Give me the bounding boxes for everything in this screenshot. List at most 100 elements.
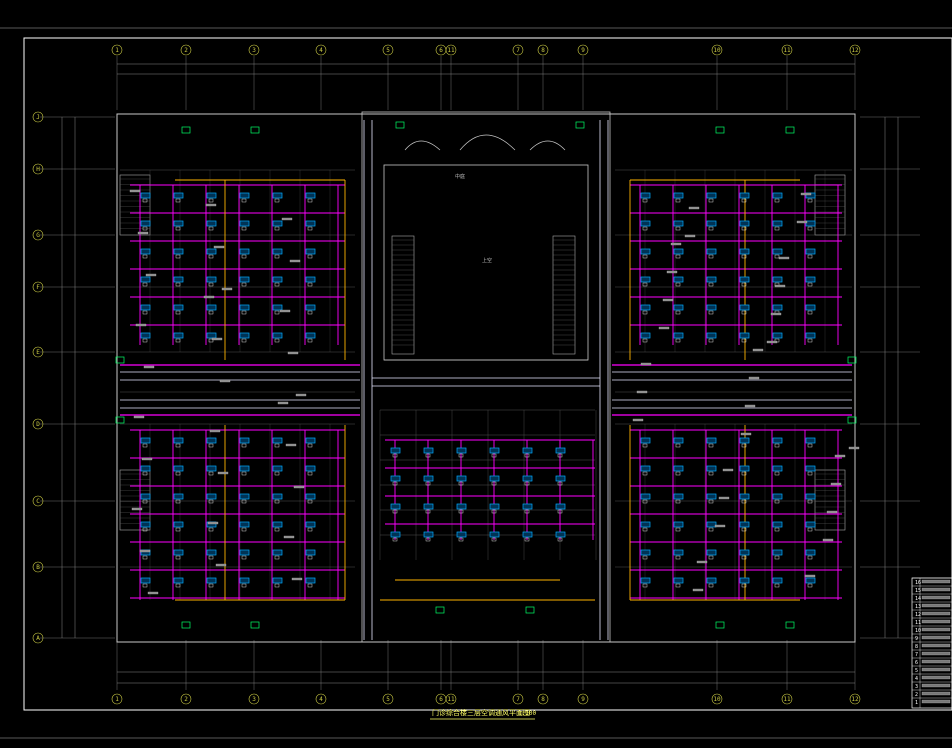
axis-bubble-F (32, 281, 44, 293)
fan-coil-unit (739, 248, 750, 255)
diffuser (642, 198, 648, 203)
fan-coil-unit (140, 220, 151, 227)
diffuser (274, 527, 280, 532)
diffuser (642, 310, 648, 315)
fan-coil-unit (772, 276, 783, 283)
fan-coil-unit (305, 192, 316, 199)
axis-bubble-11 (781, 44, 793, 56)
fan-coil-unit (640, 248, 651, 255)
diffuser (642, 527, 648, 532)
diffuser (142, 499, 148, 504)
axis-bubble-3 (248, 44, 260, 56)
axis-label-2: 2 (184, 47, 188, 54)
annotation-mark (219, 379, 231, 383)
axis-label-1: 1 (115, 696, 119, 703)
annotation-mark (670, 242, 682, 246)
diffuser (142, 338, 148, 343)
annotation-mark (636, 390, 648, 394)
diffuser (241, 583, 247, 588)
fan-coil-unit (239, 437, 250, 444)
diffuser (274, 254, 280, 259)
fan-coil-unit (272, 276, 283, 283)
fan-coil-unit (522, 447, 533, 454)
diffuser (208, 254, 214, 259)
fan-coil-unit (173, 437, 184, 444)
drawing-frame (0, 27, 952, 739)
annotation-mark (722, 468, 734, 472)
fan-coil-unit (206, 220, 217, 227)
valve (575, 121, 585, 129)
legend-row-number: 3 (915, 684, 918, 690)
legend-row-text (921, 683, 951, 688)
legend-row-text (921, 691, 951, 696)
diffuser (241, 499, 247, 504)
axis-label-2: 2 (184, 696, 188, 703)
legend-row-text (921, 595, 951, 600)
diffuser (774, 226, 780, 231)
axis-label-6: 6 (439, 47, 443, 54)
fan-coil-unit (805, 493, 816, 500)
legend-row-number: 1 (915, 700, 918, 706)
fan-coil-unit (805, 332, 816, 339)
diffuser (392, 453, 398, 458)
annotation-mark (714, 524, 726, 528)
diffuser (675, 226, 681, 231)
valve (250, 126, 260, 134)
annotation-mark (692, 588, 704, 592)
annotation-mark (770, 312, 782, 316)
fan-coil-unit (206, 465, 217, 472)
fan-coil-unit (206, 332, 217, 339)
annotation-mark (209, 429, 221, 433)
fan-coil-unit (673, 465, 684, 472)
axis-label-H: H (36, 166, 40, 173)
annotation-mark (139, 549, 151, 553)
fan-coil-unit (805, 220, 816, 227)
diffuser (807, 254, 813, 259)
diffuser (274, 310, 280, 315)
fan-coil-unit (640, 220, 651, 227)
diffuser (642, 471, 648, 476)
diffuser (708, 583, 714, 588)
diffuser (274, 282, 280, 287)
legend-row-text (921, 627, 951, 632)
fan-coil-unit (706, 521, 717, 528)
diffuser (741, 443, 747, 448)
axis-label-8: 8 (541, 47, 545, 54)
diffuser (458, 509, 464, 514)
diffuser (274, 555, 280, 560)
diffuser (392, 481, 398, 486)
annotation-mark (658, 326, 670, 330)
fan-coil-unit (239, 304, 250, 311)
water-pipes (115, 121, 857, 629)
axis-label-A: A (36, 635, 40, 642)
central-block (361, 111, 611, 643)
fan-coil-unit (272, 577, 283, 584)
axis-label-10: 10 (713, 696, 721, 703)
annotation-mark (830, 482, 842, 486)
fan-coil-unit (305, 577, 316, 584)
fan-coil-unit (673, 276, 684, 283)
axis-label-G: G (36, 232, 40, 239)
fan-coil-unit (140, 332, 151, 339)
diffuser (307, 198, 313, 203)
fan-coil-unit (456, 503, 467, 510)
axis-label-C: C (36, 498, 40, 505)
axis-bubble-4 (315, 693, 327, 705)
diffuser (557, 453, 563, 458)
fan-coil-unit (305, 276, 316, 283)
annotation-mark (293, 485, 305, 489)
legend-row-number: 14 (915, 596, 921, 602)
fan-coil-unit (640, 192, 651, 199)
axis-bubble-J (32, 111, 44, 123)
diffuser (208, 282, 214, 287)
drawing-title: 门诊综合楼三层空调通风平面图 (432, 708, 530, 717)
legend-row-number: 9 (915, 636, 918, 642)
fan-coil-unit (805, 437, 816, 444)
stair-core (814, 469, 846, 531)
annotation-mark (800, 192, 812, 196)
axis-bubble-11 (445, 693, 457, 705)
valve (181, 126, 191, 134)
diffuser (708, 310, 714, 315)
axis-bubble-10 (711, 44, 723, 56)
